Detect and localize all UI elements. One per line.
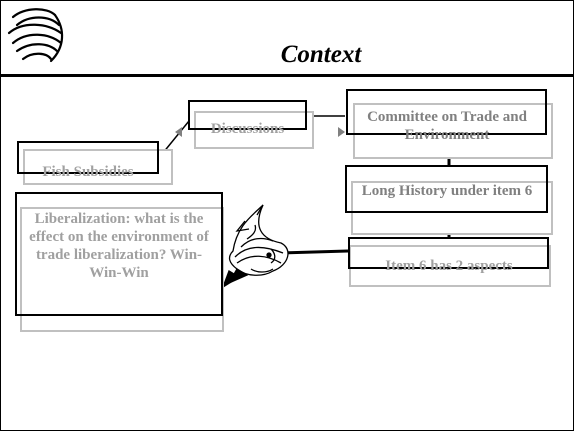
node-fish-subsidies-label: Fish Subsidies xyxy=(42,164,134,180)
wto-logo-icon xyxy=(7,8,64,63)
fish-icon xyxy=(221,204,289,289)
connector-item6-to-fish xyxy=(279,249,349,255)
arrow-head-right xyxy=(338,127,345,137)
node-item6-label: Item 6 has 2 aspects xyxy=(385,258,513,274)
title-bar: Context xyxy=(1,1,573,77)
slide-title: Context xyxy=(280,41,362,68)
node-liberalization-label: Liberalization: what is the effect on th… xyxy=(29,211,209,281)
arrow-head-left xyxy=(175,127,182,137)
node-discussions-label: Discussions xyxy=(210,121,285,137)
node-committee-label: Committee on Trade and Environment xyxy=(367,109,527,143)
node-long-history-label: Long History under item 6 xyxy=(361,183,533,199)
